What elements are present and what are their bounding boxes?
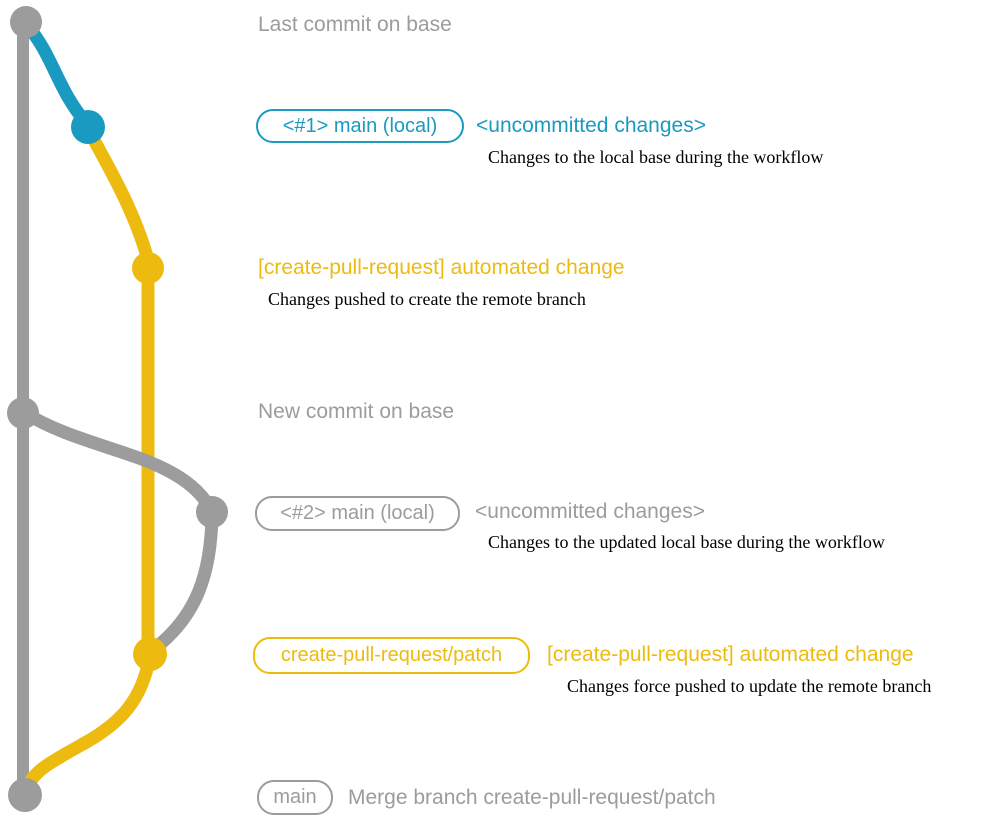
merge-commit-message: Merge branch create-pull-request/patch (348, 786, 716, 809)
branch-tag-patch: create-pull-request/patch (253, 637, 530, 674)
commit-node-new-commit-on-base (7, 397, 39, 429)
uncommitted-changes-2-label: <uncommitted changes> (475, 500, 705, 523)
commit-node-uncommitted-changes-1 (71, 110, 105, 144)
commit-node-automated-change-1 (132, 252, 164, 284)
commit-node-uncommitted-changes-2 (196, 496, 228, 528)
branch-tag-main: main (257, 780, 333, 815)
last-commit-on-base-label: Last commit on base (258, 13, 452, 36)
main-local-branch-edge-2 (18, 406, 216, 513)
automated-change-1-description: Changes pushed to create the remote bran… (268, 289, 586, 309)
commit-node-last-commit-on-base (10, 6, 42, 38)
branch-tag-main-label: main (273, 786, 317, 808)
uncommitted-changes-2-description: Changes to the updated local base during… (488, 532, 885, 552)
uncommitted-changes-1-label: <uncommitted changes> (476, 114, 706, 137)
new-commit-on-base-label: New commit on base (258, 400, 455, 423)
main-local-branch-edge-3 (147, 508, 219, 656)
commit-node-automated-change-2 (133, 637, 167, 671)
branch-tag-main-local-2-label: <#2> main (local) (280, 502, 435, 524)
patch-merge-edge (20, 649, 157, 796)
automated-change-1-label: [create-pull-request] automated change (258, 256, 625, 279)
automated-change-2-label: [create-pull-request] automated change (547, 643, 914, 666)
uncommitted-changes-1-description: Changes to the local base during the wor… (488, 147, 824, 167)
main-local-branch-edge-1 (19, 17, 94, 131)
commit-node-merge-commit (8, 778, 42, 812)
branch-tag-main-local-2: <#2> main (local) (255, 496, 460, 531)
branch-tag-main-local-1: <#1> main (local) (256, 109, 464, 143)
branch-tag-patch-label: create-pull-request/patch (280, 644, 503, 666)
automated-change-2-description: Changes force pushed to update the remot… (567, 676, 932, 696)
branch-tag-main-local-1-label: <#1> main (local) (282, 114, 438, 137)
patch-branch-edge-1 (82, 124, 155, 267)
